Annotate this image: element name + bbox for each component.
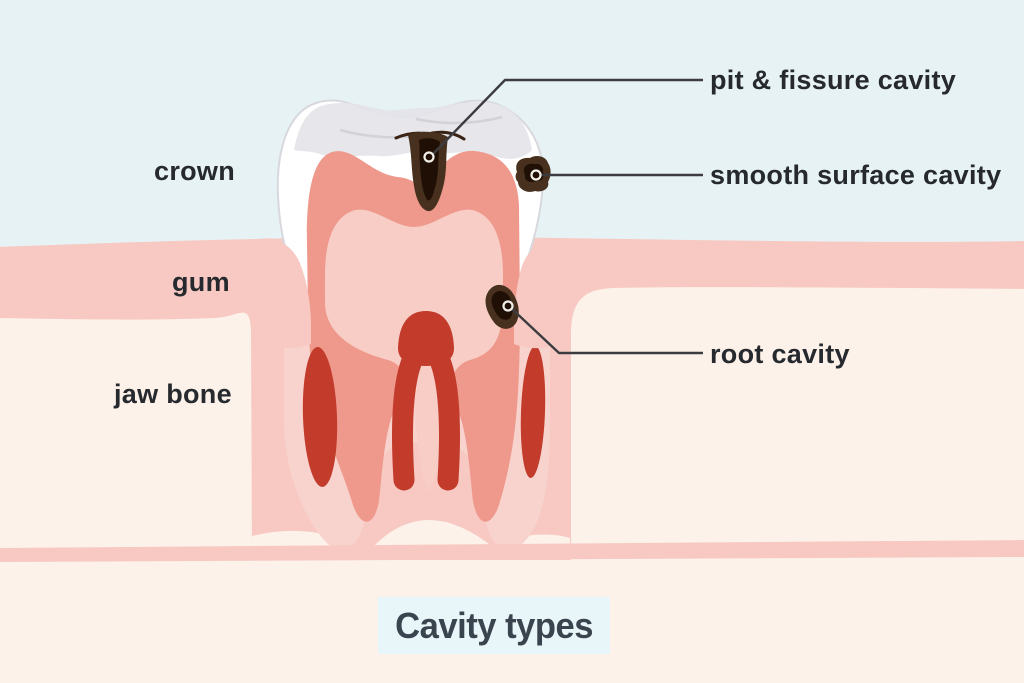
periodontal-oval-right bbox=[520, 346, 546, 478]
periodontal-oval-left bbox=[302, 347, 338, 487]
label-pit-fissure-cavity: pit & fissure cavity bbox=[710, 65, 957, 95]
label-root-cavity: root cavity bbox=[710, 339, 850, 369]
label-gum: gum bbox=[172, 267, 230, 297]
label-jaw-bone: jaw bone bbox=[114, 379, 232, 409]
leader-dot-root bbox=[502, 300, 514, 312]
gum-lobe-right bbox=[514, 239, 570, 349]
leader-dot-smooth-surface bbox=[530, 169, 542, 181]
leader-dot-pit-fissure bbox=[423, 151, 435, 163]
gum-lobe-left bbox=[252, 238, 311, 349]
occlusal-shading bbox=[294, 101, 532, 159]
pulp-chamber bbox=[398, 311, 454, 366]
page-title: Cavity types bbox=[395, 604, 593, 646]
title-box: Cavity types bbox=[378, 597, 610, 654]
root-cavity-core bbox=[491, 290, 513, 320]
leader-line-pit-fissure bbox=[431, 78, 703, 156]
leader-line-root bbox=[510, 307, 703, 355]
gum-line bbox=[0, 540, 1024, 562]
occlusal-streak-2 bbox=[415, 115, 503, 125]
label-smooth-surface-cavity: smooth surface cavity bbox=[710, 160, 1002, 190]
bone-notch-center bbox=[372, 520, 494, 548]
label-crown: crown bbox=[154, 156, 236, 186]
